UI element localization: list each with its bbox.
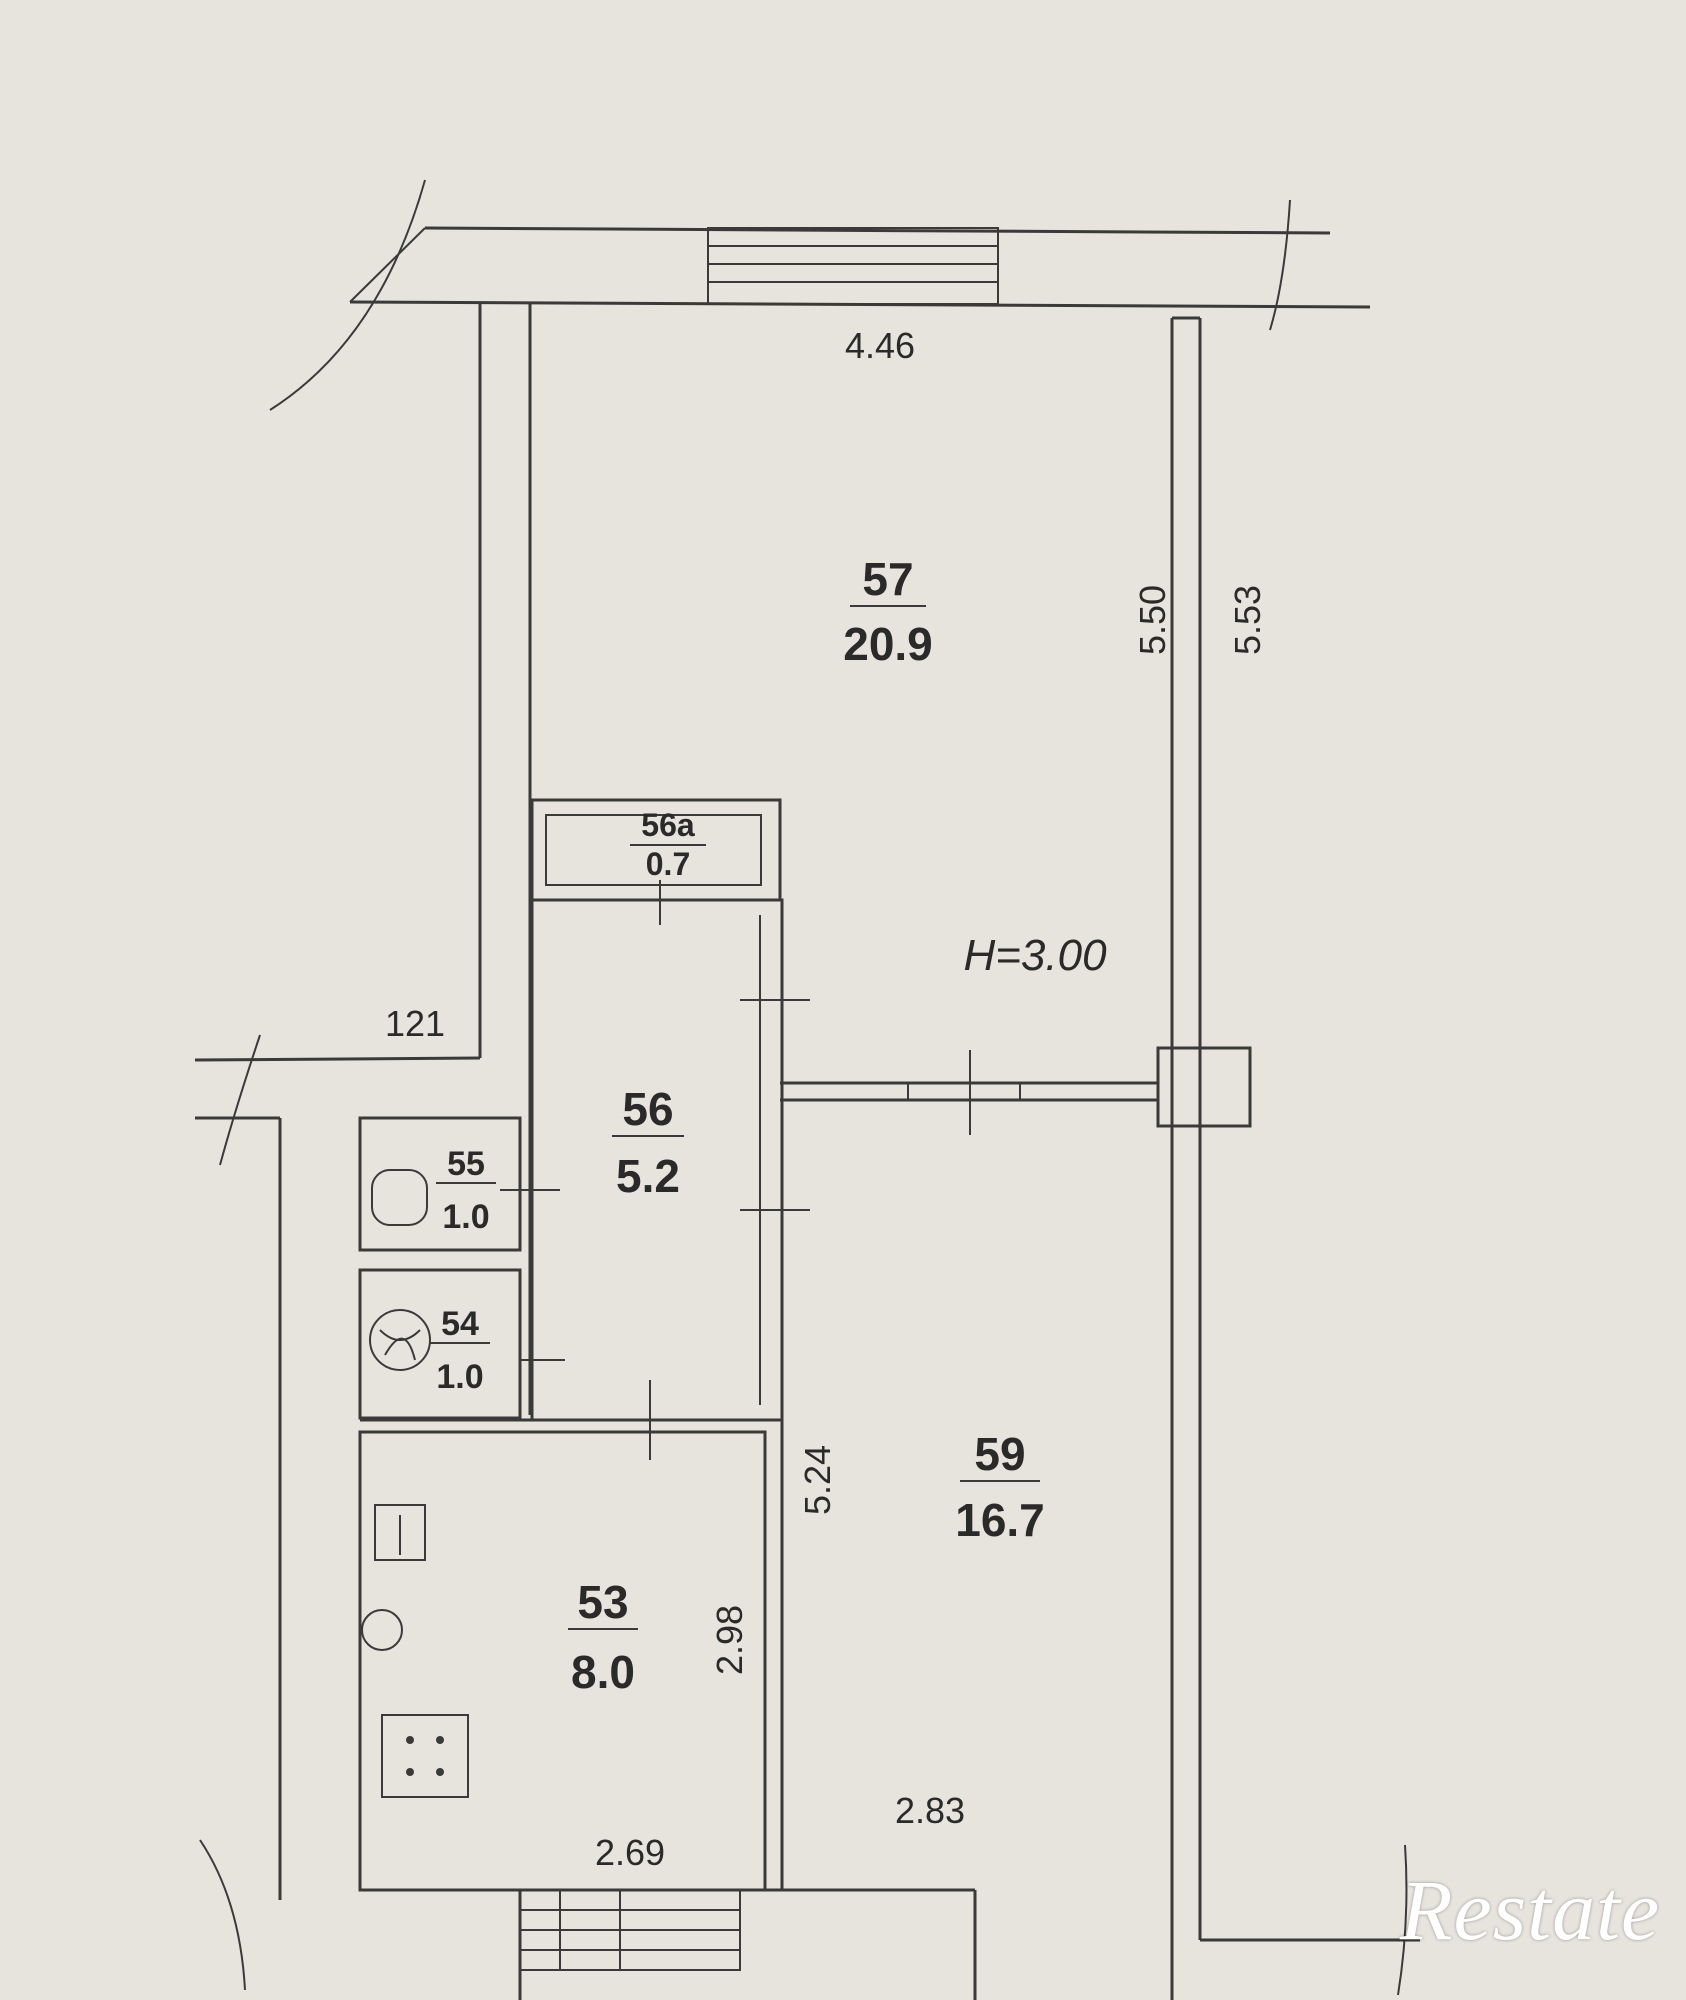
room-57-label: 57 20.9 [843,553,933,670]
restate-watermark: Restate [1400,1862,1661,1958]
dim-room59-width: 2.83 [895,1790,965,1831]
dim-room59-height: 5.24 [797,1445,838,1515]
dim-room53-width: 2.69 [595,1832,665,1873]
room-56a-label: 56а 0.7 [630,807,706,882]
room-59-area: 16.7 [955,1494,1045,1546]
room-53-area: 8.0 [571,1646,635,1698]
room-56-number: 56 [622,1083,673,1135]
room-54-label: 54 1.0 [430,1305,490,1396]
room-54-number: 54 [441,1305,479,1343]
room-56-label: 56 5.2 [612,1083,684,1202]
room-59-number: 59 [974,1428,1025,1480]
room-55-area: 1.0 [442,1198,489,1236]
dim-room57-height: 5.50 [1132,585,1173,655]
stair-label: 121 [385,1003,445,1044]
room-59-label: 59 16.7 [955,1428,1045,1546]
room-59-walls [518,1100,977,2000]
room-57-area: 20.9 [843,618,933,670]
dim-room53-height: 2.98 [709,1605,750,1675]
room-56-area: 5.2 [616,1150,680,1202]
dim-top-width: 4.46 [845,325,915,366]
room-54-area: 1.0 [436,1358,483,1396]
partition-57-59 [780,1050,1158,1135]
wc-55-and-bath-54 [358,1116,522,1420]
room-56a-number: 56а [641,807,695,843]
room-55-number: 55 [447,1145,485,1183]
stair-shaft-walls [194,302,532,1991]
room-55-label: 55 1.0 [436,1145,496,1236]
room-57-number: 57 [862,553,913,605]
top-wall [269,179,1371,411]
room-53-number: 53 [577,1576,628,1628]
room-56a-area: 0.7 [646,846,690,882]
right-walls [1156,316,1420,2000]
room-53-label: 53 8.0 [568,1576,638,1698]
dim-outer-height: 5.53 [1227,585,1268,655]
ceiling-height: H=3.00 [963,931,1107,980]
